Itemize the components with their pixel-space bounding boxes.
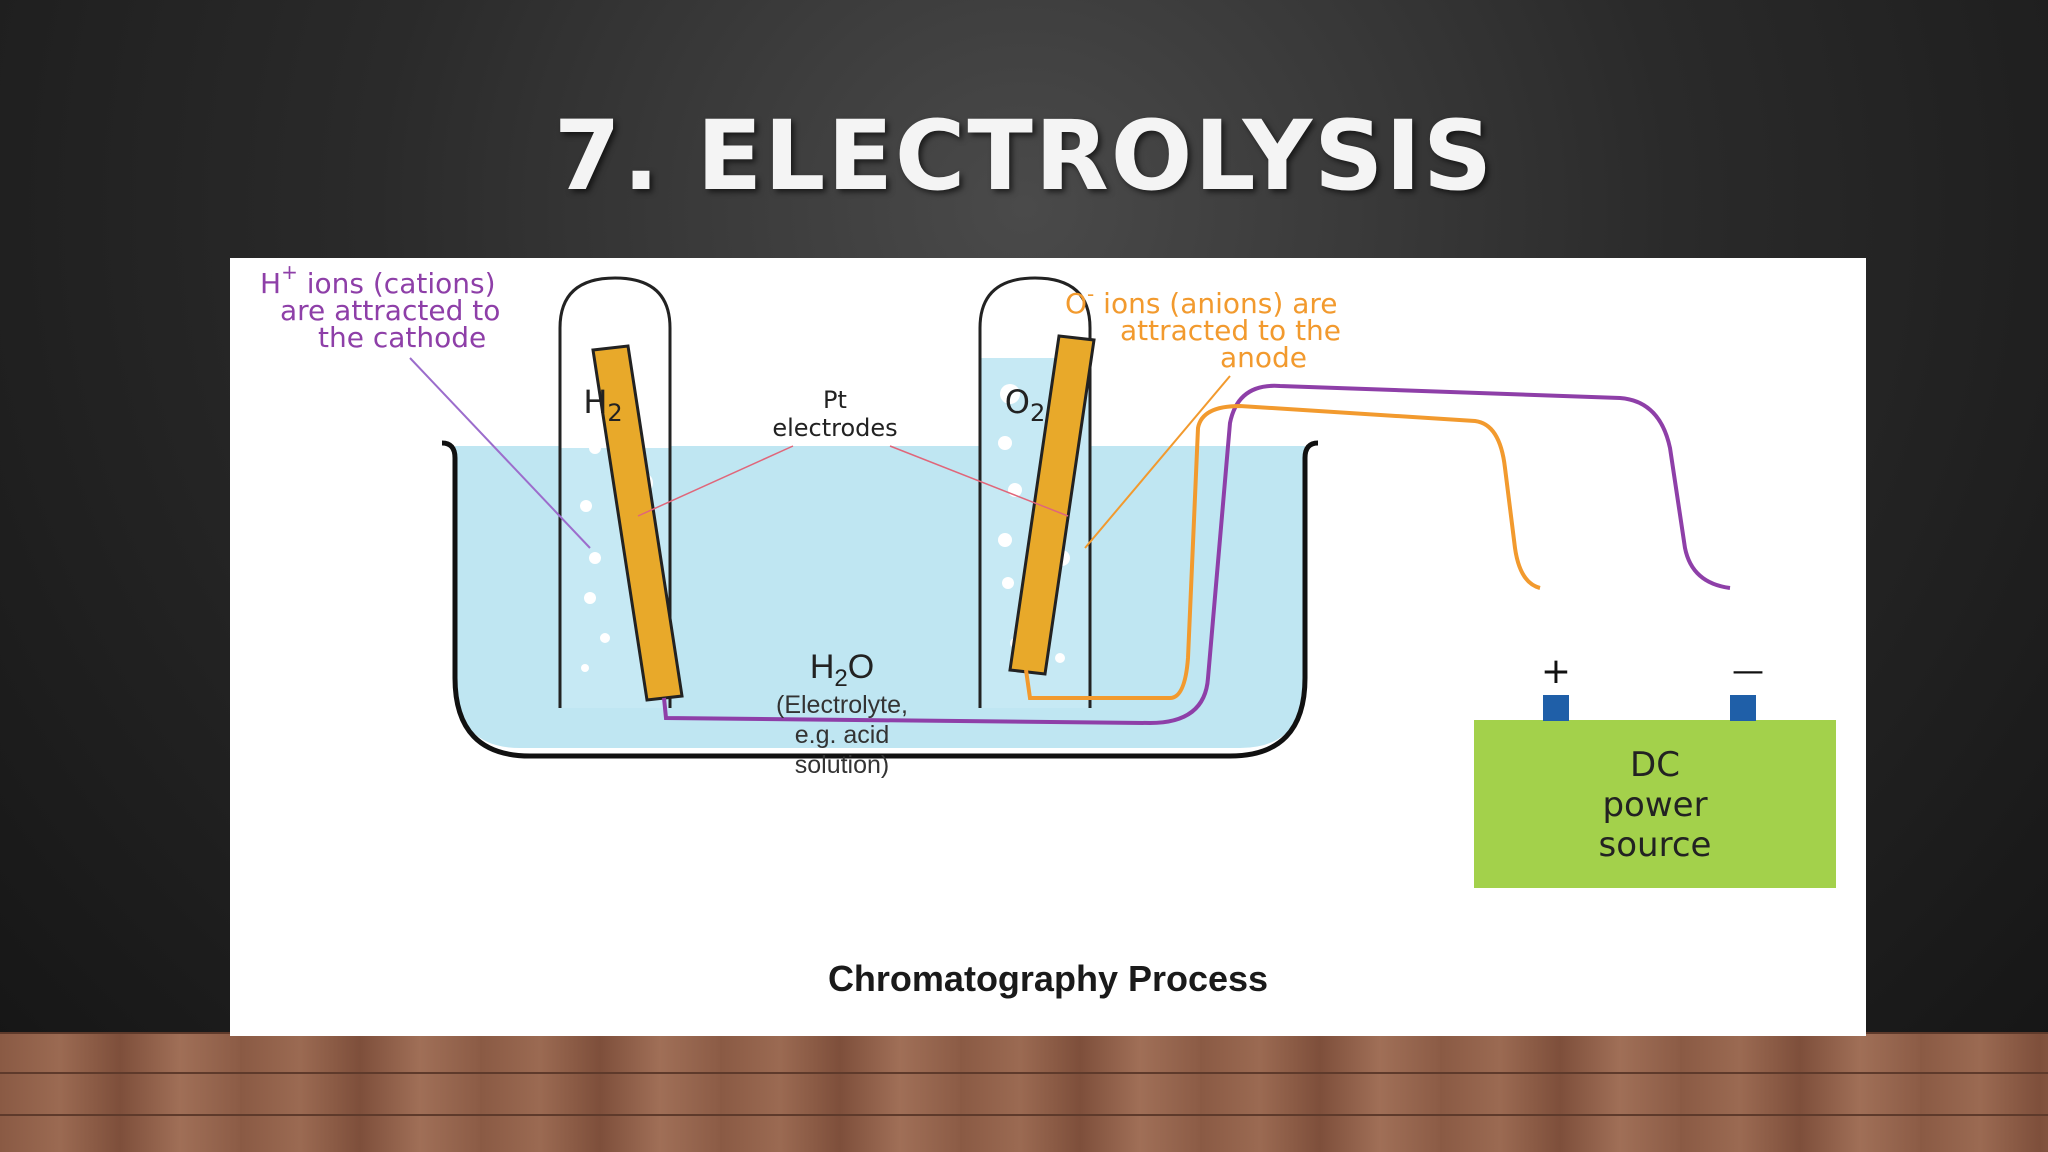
left-tube-outline	[558, 276, 672, 708]
electrolysis-figure: + — DC power source H+ ions (cations) ar…	[230, 258, 1866, 1036]
cathode-note-line3: the cathode	[318, 321, 486, 354]
plus-sign: +	[1541, 651, 1571, 692]
floor-plank-line	[0, 1114, 2048, 1116]
cathode-note-line2: are attracted to	[280, 294, 500, 327]
anode-wire	[1024, 403, 1541, 700]
power-source-label-dc: DC	[1630, 745, 1680, 785]
minus-sign: —	[1732, 651, 1764, 689]
figure-caption: Chromatography Process	[827, 958, 1269, 999]
electrode-pointer-right	[889, 445, 1069, 517]
electrolyte-line2: e.g. acid	[795, 721, 890, 749]
anode-note-line3: anode	[1220, 341, 1307, 374]
anode-electrode	[1008, 334, 1096, 676]
electrolyte-line3: solution)	[795, 751, 890, 779]
beaker-outline	[441, 440, 1319, 759]
tube-left-gas-label: H2	[583, 383, 622, 427]
power-source-label-source: source	[1599, 825, 1712, 865]
cathode-wire	[662, 383, 1731, 726]
electrolysis-diagram: + — DC power source H+ ions (cations) ar…	[260, 260, 1836, 888]
electrode-pointer-left	[637, 445, 794, 517]
electrolyte-formula: H2O	[810, 648, 874, 692]
tube-right-gas-label: O2	[1005, 383, 1045, 427]
slide-title: 7. ELECTROLYSIS	[553, 100, 1495, 212]
cathode-electrode	[591, 344, 684, 702]
cathode-note-line1: H+ ions (cations)	[260, 260, 496, 300]
electrode-label-line1: Pt	[823, 386, 847, 414]
electrolyte-line1: (Electrolyte,	[776, 691, 908, 719]
floor-plank-line	[0, 1072, 2048, 1074]
right-tube-outline	[978, 276, 1092, 708]
cathode-pointer-line	[409, 357, 591, 549]
positive-terminal	[1543, 695, 1569, 721]
anode-note-line1: O- ions (anions) are	[1065, 282, 1338, 320]
dc-power-box	[1474, 720, 1836, 888]
wooden-floor	[0, 1032, 2048, 1152]
electrode-label-line2: electrodes	[772, 414, 897, 442]
power-source-label-power: power	[1602, 785, 1707, 825]
negative-terminal	[1730, 695, 1756, 721]
anode-note-line2: attracted to the	[1120, 314, 1341, 347]
anode-pointer-line	[1084, 375, 1231, 549]
